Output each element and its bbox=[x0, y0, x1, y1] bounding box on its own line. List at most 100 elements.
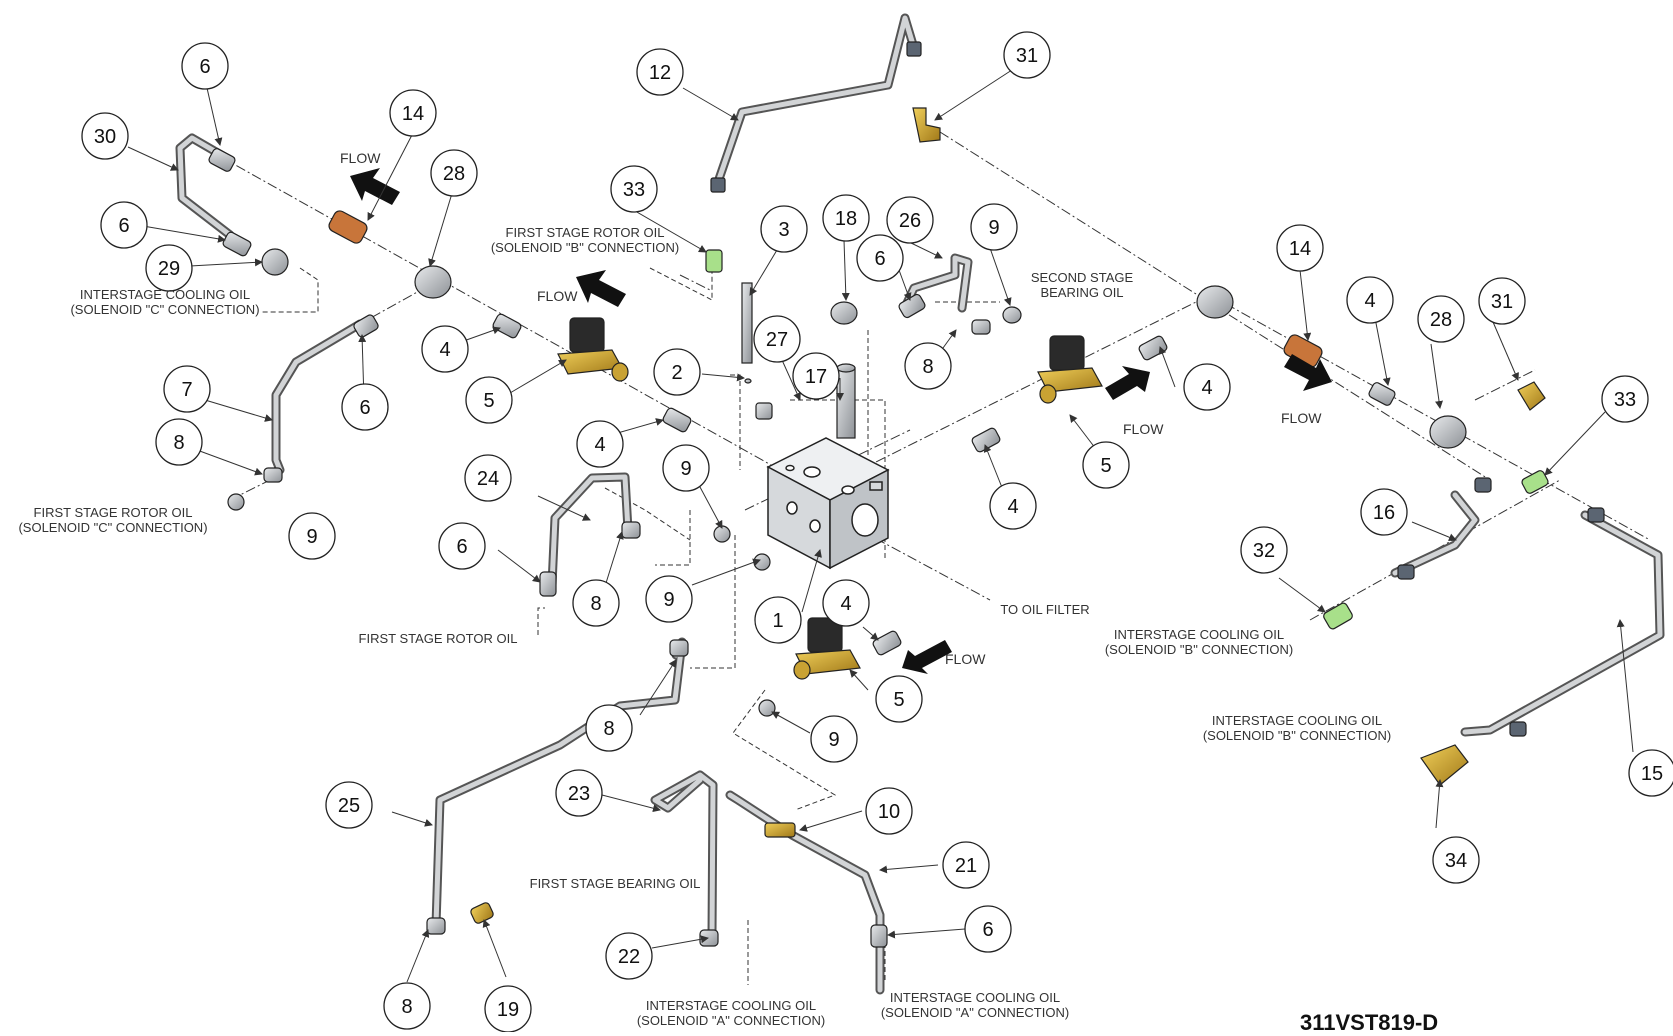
callout-7-text: 7 bbox=[181, 379, 192, 401]
callout-5-text: 5 bbox=[483, 390, 494, 412]
callout-8-text: 8 bbox=[590, 593, 601, 615]
callout-5-text: 5 bbox=[1100, 455, 1111, 477]
callout-8: 8 bbox=[383, 982, 431, 1030]
callout-6: 6 bbox=[341, 383, 389, 431]
callout-16: 16 bbox=[1360, 488, 1408, 536]
callout-5: 5 bbox=[875, 675, 923, 723]
callout-10-text: 10 bbox=[878, 801, 900, 823]
callout-25: 25 bbox=[325, 781, 373, 829]
callout-6-text: 6 bbox=[359, 397, 370, 419]
callout-6-text: 6 bbox=[456, 536, 467, 558]
label-interstage-cooling-c: INTERSTAGE COOLING OIL(SOLENOID "C" CONN… bbox=[70, 287, 260, 317]
solenoid-valve bbox=[557, 317, 1103, 680]
callout-8-text: 8 bbox=[173, 432, 184, 454]
callout-1-text: 1 bbox=[772, 610, 783, 632]
callout-17-text: 17 bbox=[805, 366, 827, 388]
callout-4: 4 bbox=[989, 482, 1037, 530]
callout-30: 30 bbox=[81, 112, 129, 160]
callout-17: 17 bbox=[792, 352, 840, 400]
label-first-stage-rotor: FIRST STAGE ROTOR OIL bbox=[358, 631, 518, 646]
callout-6-text: 6 bbox=[199, 56, 210, 78]
callout-6: 6 bbox=[100, 201, 148, 249]
callout-19-text: 19 bbox=[497, 999, 519, 1021]
callout-33: 33 bbox=[1601, 375, 1649, 423]
callout-22-text: 22 bbox=[618, 946, 640, 968]
callout-5: 5 bbox=[465, 376, 513, 424]
callout-6-text: 6 bbox=[874, 248, 885, 270]
callout-19: 19 bbox=[484, 985, 532, 1032]
callout-8: 8 bbox=[572, 579, 620, 627]
callout-16-text: 16 bbox=[1373, 502, 1395, 524]
callout-18-text: 18 bbox=[835, 208, 857, 230]
callout-30-text: 30 bbox=[94, 126, 116, 148]
callout-14-text: 14 bbox=[402, 103, 424, 125]
callout-6: 6 bbox=[438, 522, 486, 570]
callout-4-text: 4 bbox=[594, 434, 605, 456]
callout-9-text: 9 bbox=[988, 217, 999, 239]
callout-33: 33 bbox=[610, 165, 658, 213]
callout-8: 8 bbox=[904, 342, 952, 390]
callout-31-text: 31 bbox=[1491, 291, 1513, 313]
label-interstage-cooling-a-left: INTERSTAGE COOLING OIL(SOLENOID "A" CONN… bbox=[636, 998, 826, 1028]
callout-33-text: 33 bbox=[1614, 389, 1636, 411]
callout-28: 28 bbox=[1417, 295, 1465, 343]
flow-label: FLOW bbox=[1123, 421, 1164, 437]
callout-10: 10 bbox=[865, 787, 913, 835]
callout-4: 4 bbox=[1183, 363, 1231, 411]
callout-24: 24 bbox=[464, 454, 512, 502]
callout-32: 32 bbox=[1240, 526, 1288, 574]
callout-8-text: 8 bbox=[603, 718, 614, 740]
callout-24-text: 24 bbox=[477, 468, 499, 490]
flow-label: FLOW bbox=[945, 651, 986, 667]
leader-lines bbox=[127, 67, 1634, 983]
callout-29-text: 29 bbox=[158, 258, 180, 280]
callout-2: 2 bbox=[653, 348, 701, 396]
fittings bbox=[208, 41, 1605, 948]
callout-34: 34 bbox=[1432, 836, 1480, 884]
callout-8: 8 bbox=[585, 704, 633, 752]
callout-21: 21 bbox=[942, 841, 990, 889]
callout-12: 12 bbox=[636, 48, 684, 96]
callout-5-text: 5 bbox=[893, 689, 904, 711]
callout-3-text: 3 bbox=[778, 219, 789, 241]
callout-26-text: 26 bbox=[899, 210, 921, 232]
callout-2-text: 2 bbox=[671, 362, 682, 384]
callout-29: 29 bbox=[145, 244, 193, 292]
callout-31: 31 bbox=[1003, 31, 1051, 79]
callout-15-text: 15 bbox=[1641, 763, 1663, 785]
callout-4-text: 4 bbox=[1201, 377, 1212, 399]
callout-4-text: 4 bbox=[1364, 290, 1375, 312]
callout-28-text: 28 bbox=[1430, 309, 1452, 331]
callout-21-text: 21 bbox=[955, 855, 977, 877]
callout-9: 9 bbox=[970, 203, 1018, 251]
label-to-oil-filter: TO OIL FILTER bbox=[1000, 602, 1090, 617]
callouts: 1 2 3 4 4 4 4 4 4 5 5 5 6 6 6 6 6 6 7 8 … bbox=[81, 31, 1673, 1032]
callout-22: 22 bbox=[605, 932, 653, 980]
callout-6: 6 bbox=[964, 905, 1012, 953]
tubing bbox=[175, 13, 1665, 995]
callout-32-text: 32 bbox=[1253, 540, 1275, 562]
callout-4-text: 4 bbox=[840, 593, 851, 615]
callout-8-text: 8 bbox=[922, 356, 933, 378]
callout-4: 4 bbox=[1346, 276, 1394, 324]
label-interstage-cooling-a-right: INTERSTAGE COOLING OIL(SOLENOID "A" CONN… bbox=[880, 990, 1070, 1020]
manifold-block bbox=[766, 437, 890, 570]
label-interstage-cooling-b-lower: INTERSTAGE COOLING OIL(SOLENOID "B" CONN… bbox=[1202, 713, 1392, 743]
callout-6-text: 6 bbox=[118, 215, 129, 237]
callout-27: 27 bbox=[753, 315, 801, 363]
callout-9-text: 9 bbox=[680, 458, 691, 480]
callout-25-text: 25 bbox=[338, 795, 360, 817]
callout-31: 31 bbox=[1478, 277, 1526, 325]
callout-4-text: 4 bbox=[1007, 496, 1018, 518]
callout-4: 4 bbox=[421, 325, 469, 373]
callout-27-text: 27 bbox=[766, 329, 788, 351]
callout-34-text: 34 bbox=[1445, 850, 1467, 872]
callout-15: 15 bbox=[1628, 749, 1673, 797]
callout-6: 6 bbox=[181, 42, 229, 90]
flow-label: FLOW bbox=[537, 288, 578, 304]
callout-8: 8 bbox=[155, 418, 203, 466]
callout-9-text: 9 bbox=[663, 589, 674, 611]
label-first-stage-rotor-b: FIRST STAGE ROTOR OIL(SOLENOID "B" CONNE… bbox=[490, 225, 680, 255]
